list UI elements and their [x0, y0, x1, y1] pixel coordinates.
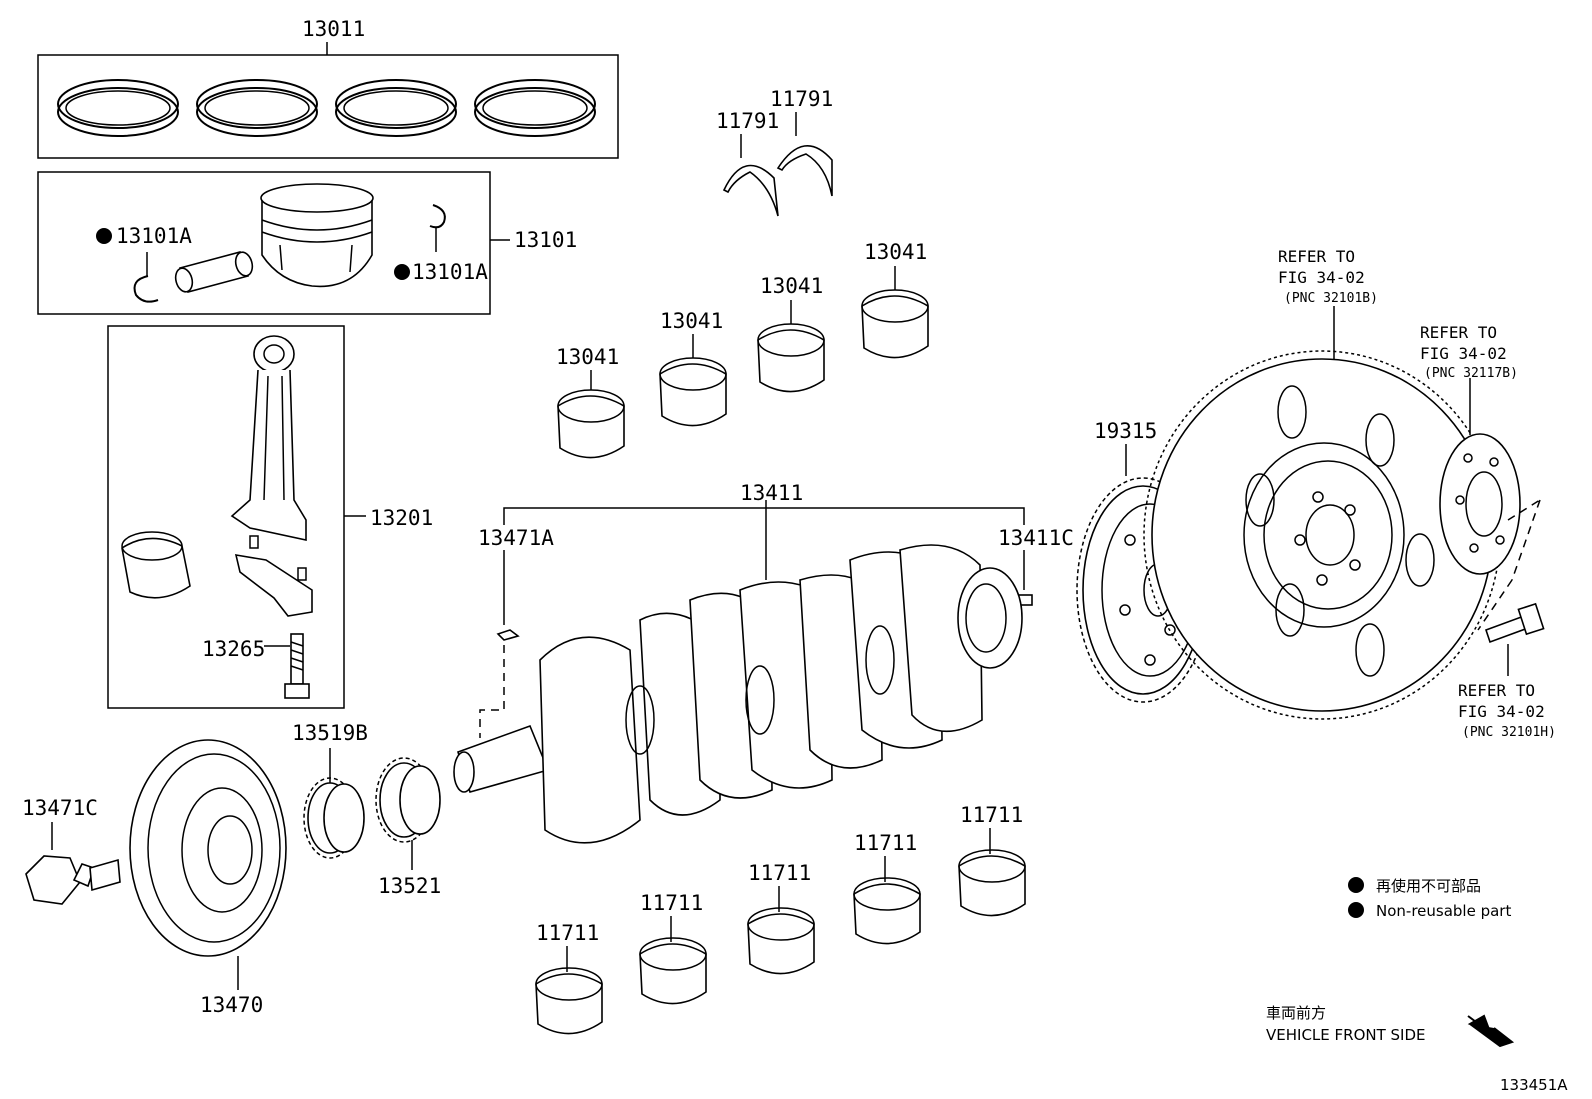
- label-13519b: 13519B: [292, 721, 368, 745]
- label-13041-c: 13041: [760, 274, 823, 298]
- thrust-washers: [722, 112, 833, 217]
- label-11711-e: 11711: [960, 803, 1023, 827]
- label-13041-b: 13041: [660, 309, 723, 333]
- crank-timing-gear-13521: [375, 757, 441, 870]
- label-19315: 19315: [1094, 419, 1157, 443]
- label-11791-b: 11791: [770, 87, 833, 111]
- piston: [260, 183, 374, 288]
- label-11711-a: 11711: [536, 921, 599, 945]
- label-13471a: 13471A: [478, 526, 554, 550]
- label-13265: 13265: [202, 637, 265, 661]
- crankshaft: [453, 500, 1033, 844]
- piston-ring-set: [37, 42, 619, 159]
- front-arrow-shaft: [1467, 1015, 1501, 1041]
- front-label-jp: 車両前方: [1266, 1004, 1326, 1022]
- ref-flywheel-line2: FIG 34-02: [1278, 268, 1365, 287]
- legend-jp: 再使用不可部品: [1376, 877, 1481, 895]
- front-arrow-icon: [1467, 1014, 1515, 1048]
- ref-bolt-line3: (PNC 32101H): [1462, 725, 1556, 740]
- rod-cap: [234, 535, 313, 617]
- label-13411: 13411: [740, 481, 803, 505]
- label-13470: 13470: [200, 993, 263, 1017]
- label-13521: 13521: [378, 874, 441, 898]
- key-dash: [479, 645, 505, 738]
- upper-main-bearings: [557, 266, 929, 459]
- ref-plate-line1: REFER TO: [1420, 323, 1497, 342]
- label-13101: 13101: [514, 228, 577, 252]
- label-11711-d: 11711: [854, 831, 917, 855]
- piston-assembly: [37, 171, 510, 315]
- ref-plate-line3: (PNC 32117B): [1424, 366, 1518, 381]
- label-11711-b: 11711: [640, 891, 703, 915]
- snap-ring-left: [133, 275, 159, 303]
- vehicle-front-indicator: 車両前方 VEHICLE FRONT SIDE: [1266, 1004, 1515, 1048]
- non-reusable-dot-right: [394, 264, 410, 280]
- crank-sprocket-13519b: [303, 748, 365, 859]
- ring-3: [335, 79, 457, 137]
- ref-bolt-line1: REFER TO: [1458, 681, 1535, 700]
- ref-plate-line2: FIG 34-02: [1420, 344, 1507, 363]
- bearing-11711-b: [639, 916, 707, 1005]
- bearing-13041-a: [557, 370, 625, 459]
- connecting-rod: [230, 335, 307, 541]
- figure-id: 133451A: [1500, 1076, 1568, 1094]
- ring-set-box: [37, 54, 619, 159]
- bearing-13041-b: [659, 334, 727, 427]
- rod-bolt: [284, 633, 310, 699]
- ring-2: [196, 79, 318, 137]
- bearing-11711-a: [535, 946, 603, 1035]
- rod-bearing: [121, 531, 191, 599]
- label-13041-d: 13041: [864, 240, 927, 264]
- crankshaft-bracket: [503, 507, 1025, 525]
- bearing-11711-c: [747, 886, 815, 975]
- ref-bolt-line2: FIG 34-02: [1458, 702, 1545, 721]
- bearing-11711-d: [853, 856, 921, 945]
- front-label-en: VEHICLE FRONT SIDE: [1266, 1026, 1426, 1044]
- ring-1: [57, 79, 179, 137]
- label-11711-c: 11711: [748, 861, 811, 885]
- ref-flywheel-line3: (PNC 32101B): [1284, 291, 1378, 306]
- lower-main-bearings: [535, 828, 1026, 1035]
- crank-key: [496, 629, 520, 641]
- conrod-box: [107, 325, 345, 709]
- connecting-rod-assembly: [107, 325, 366, 709]
- label-13041-a: 13041: [556, 345, 619, 369]
- label-13471c: 13471C: [22, 796, 98, 820]
- bearing-13041-d: [861, 266, 929, 359]
- ref-flywheel-line1: REFER TO: [1278, 247, 1355, 266]
- snap-ring-right: [429, 204, 446, 229]
- non-reusable-dot-left: [96, 228, 112, 244]
- spacer-plate: [1439, 378, 1541, 631]
- label-13201: 13201: [370, 506, 433, 530]
- label-13411c: 13411C: [998, 526, 1074, 550]
- label-11791-a: 11791: [716, 109, 779, 133]
- legend: 再使用不可部品 Non-reusable part: [1348, 877, 1511, 920]
- thrust-washer-1: [722, 164, 779, 217]
- bearing-11711-e: [958, 828, 1026, 917]
- piston-box: [37, 171, 491, 315]
- label-13101a-left: 13101A: [116, 224, 192, 248]
- flywheel-bolt: [1484, 602, 1545, 676]
- piston-pin: [174, 251, 254, 293]
- thrust-washer-2: [776, 144, 833, 197]
- legend-en: Non-reusable part: [1376, 902, 1511, 920]
- drive-plate: [1143, 306, 1501, 720]
- pulley-bolt: [25, 822, 121, 905]
- ring-4: [474, 79, 596, 137]
- label-13011: 13011: [302, 17, 365, 41]
- crank-pulley: [129, 739, 287, 990]
- label-13101a-right: 13101A: [412, 260, 488, 284]
- legend-dot-jp: [1348, 877, 1364, 893]
- legend-dot-en: [1348, 902, 1364, 918]
- bearing-13041-c: [757, 300, 825, 393]
